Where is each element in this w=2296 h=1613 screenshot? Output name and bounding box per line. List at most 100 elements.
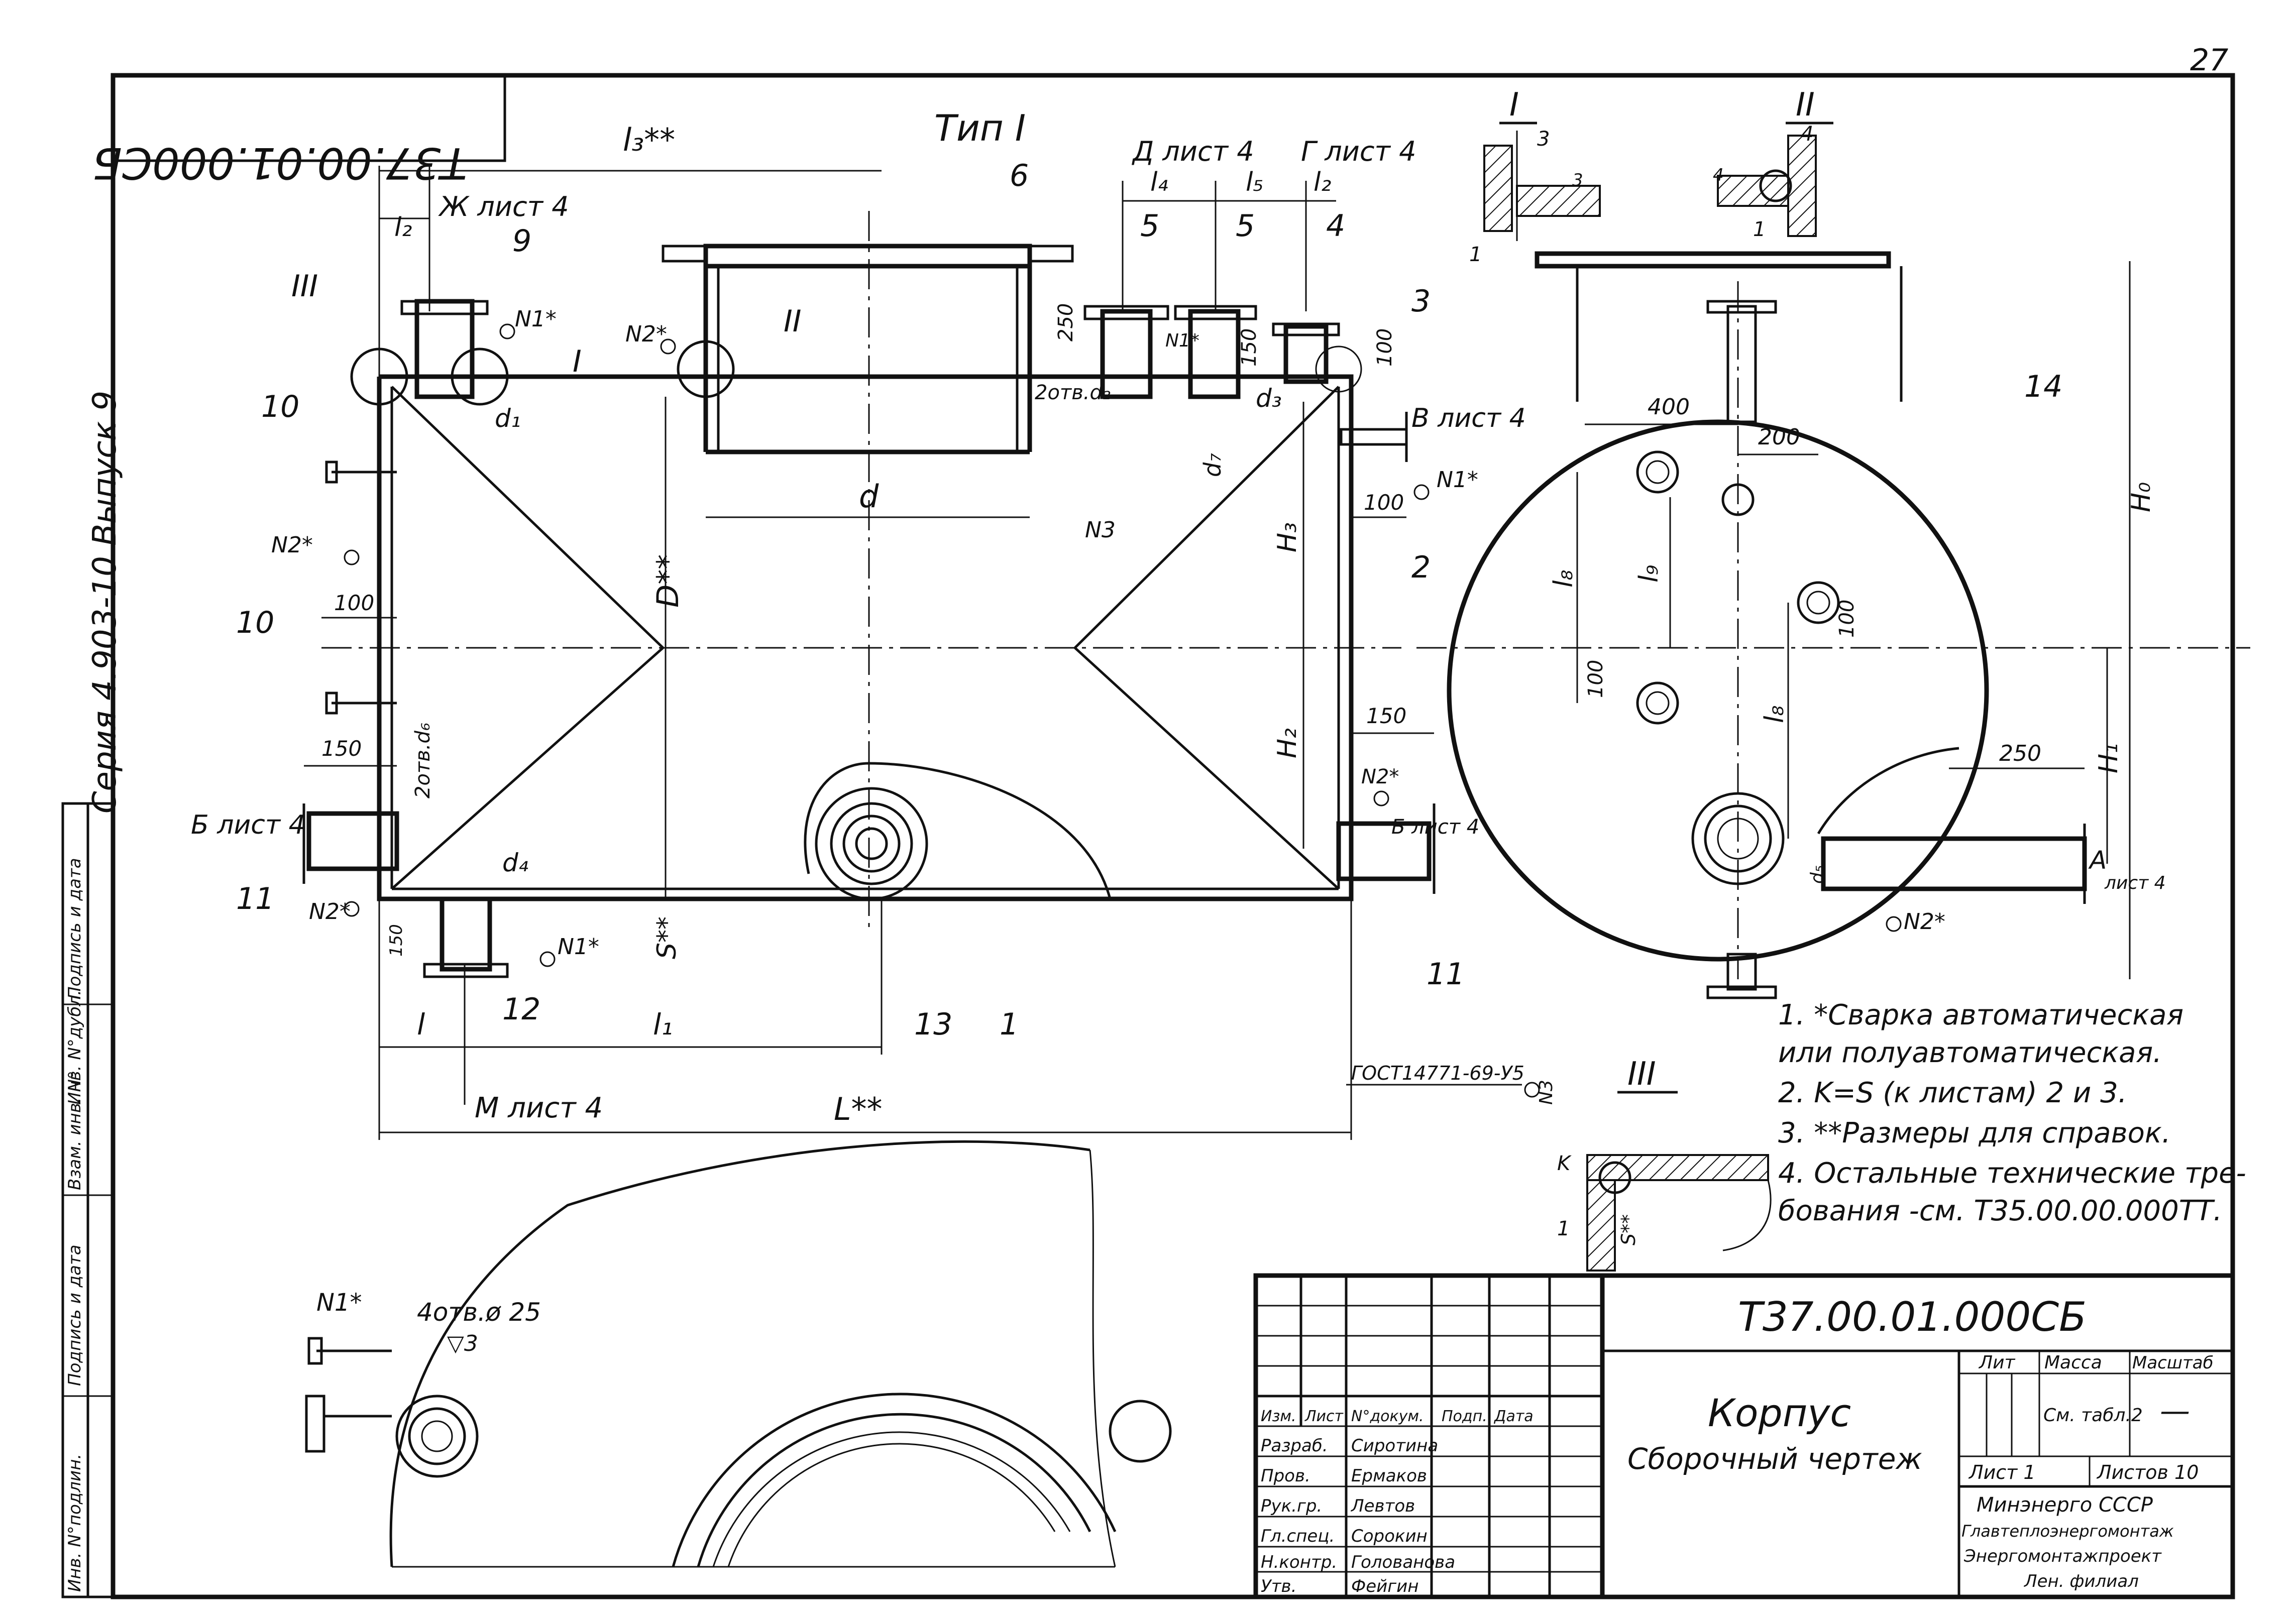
detail-three-s: S** (1617, 1214, 1639, 1245)
side-dim-d5: d₅ (1807, 865, 1828, 884)
side-dim-l8-top: l₈ (1549, 570, 1579, 588)
strip-sign-date-1: Подпись и дата (65, 1244, 85, 1386)
note-line-6: бования -см. Т35.00.00.000ТТ. (1778, 1195, 2222, 1227)
tb-scale-value: — (2160, 1394, 2190, 1429)
tb-head-date: Дата (1493, 1408, 1534, 1425)
callout-10b: 10 (236, 605, 274, 640)
dim-150-top: 150 (1238, 328, 1261, 367)
side-view (1416, 251, 2250, 999)
weld-n2-d: N2* (309, 899, 351, 925)
tb-name-3: Левтов (1350, 1496, 1415, 1516)
side-view-a: А (2088, 846, 2107, 875)
title-code: Т37.00.01.000СБ (1738, 1294, 2087, 1340)
callout-5a: 5 (1140, 208, 1159, 244)
tb-org-3: Энергомонтажпроект (1963, 1546, 2162, 1566)
callout-1: 1 (1000, 1007, 1019, 1042)
detail-one (1483, 131, 1601, 241)
tb-head-sign: Подп. (1442, 1408, 1487, 1425)
tb-scale: Масштаб (2132, 1353, 2214, 1373)
section-mark-one: I (573, 344, 582, 379)
weld-n1-b: N1* (1165, 330, 1199, 351)
view-zh: Ж лист 4 (438, 191, 569, 222)
tb-role-6: Утв. (1261, 1576, 1296, 1596)
dim-d3: d₃ (1256, 384, 1282, 413)
side-dim-H1: H₁ (2094, 743, 2124, 773)
detail-one-dim-3: 3 (1537, 128, 1550, 151)
detail-one-dim-3b: 3 (1572, 170, 1583, 190)
weld-n3: N3 (1085, 517, 1116, 543)
title-block (1253, 1273, 2235, 1599)
callout-3: 3 (1411, 284, 1431, 319)
bottom-holes: 4отв.ø 25 (417, 1298, 541, 1327)
detail-two-dim-4b: 4 (1713, 165, 1724, 185)
callout-11b: 11 (1427, 957, 1465, 992)
dim-100-left: 100 (334, 591, 374, 615)
strip-replace-inv: Взам. инв. N° (65, 1071, 85, 1190)
note-line-1: 1. *Сварка автоматическая (1778, 999, 2183, 1031)
tb-role-4: Гл.спец. (1261, 1526, 1335, 1546)
dim-l1: l₁ (653, 1007, 673, 1042)
note-line-4: 3. **Размеры для справок. (1778, 1117, 2171, 1149)
strip-inv-dup: Инв. N°дубл. (65, 990, 85, 1105)
tb-mass-value: См. табл.2 (2043, 1405, 2143, 1426)
note-line-2: или полуавтоматическая. (1778, 1036, 2162, 1069)
tb-role-5: Н.контр. (1261, 1552, 1337, 1572)
view-v: В лист 4 (1411, 403, 1526, 433)
stamp-code: Т37.00.01.000СБ (92, 138, 467, 188)
tb-org-1: Минэнерго СССР (1977, 1493, 2153, 1517)
dim-H2: H₂ (1272, 728, 1302, 758)
dim-d7: d₇ (1199, 453, 1226, 477)
tb-head-doc: N°докум. (1351, 1408, 1424, 1425)
series-label: Серия 4.903-10 Выпуск 9 (86, 391, 124, 814)
weld-n1-d: N1* (558, 934, 599, 960)
tb-sheets: Листов 10 (2096, 1461, 2199, 1483)
callout-4: 4 (1326, 208, 1345, 244)
callout-10a: 10 (261, 389, 299, 424)
callout-6: 6 (1010, 158, 1029, 193)
section-mark-three: III (291, 269, 318, 304)
tb-org-2: Главтеплоэнергомонтаж (1961, 1522, 2174, 1541)
dim-H3: H₃ (1272, 522, 1302, 552)
dim-100-top: 100 (1373, 328, 1396, 367)
tb-role-2: Пров. (1261, 1466, 1310, 1486)
detail-two (1717, 135, 1817, 237)
tb-head-list: Лист (1304, 1408, 1344, 1425)
tb-sheet: Лист 1 (1968, 1461, 2036, 1483)
tb-mass: Масса (2044, 1352, 2102, 1373)
dim-D: D** (650, 554, 686, 608)
dim-d: d (859, 478, 879, 515)
callout-5b: 5 (1236, 208, 1255, 244)
dim-l2-left: l₂ (394, 212, 412, 243)
left-approval-strip: Инв. N°подлин. Подпись и дата Взам. инв.… (61, 802, 115, 1598)
bottom-weld-n1: N1* (316, 1289, 362, 1317)
weld-n2-a: N2* (625, 321, 667, 347)
front-view (302, 211, 1436, 978)
dim-d6: 2отв.d₆ (411, 723, 434, 798)
front-dimensions (304, 166, 1434, 1140)
detail-three (1586, 1154, 1772, 1272)
strip-inv-orig: Инв. N°подлин. (65, 1454, 85, 1592)
callout-9: 9 (512, 223, 531, 259)
side-dim-H0: H₀ (2126, 482, 2156, 512)
side-dim-l9: l₉ (1634, 565, 1664, 583)
title-name: Корпус (1708, 1391, 1851, 1435)
dim-l2-right: l₂ (1314, 167, 1331, 197)
dim-150-left: 150 (321, 736, 362, 761)
view-g: Г лист 4 (1301, 136, 1416, 167)
dim-S: S** (652, 916, 682, 959)
strip-sign-date-2: Подпись и дата (65, 858, 85, 999)
bottom-partial-view (305, 1140, 1172, 1568)
tb-role-3: Рук.гр. (1261, 1496, 1322, 1516)
callout-11a: 11 (236, 881, 274, 916)
dim-L: L** (834, 1091, 883, 1127)
view-d: Д лист 4 (1132, 136, 1254, 167)
dim-250: 250 (1054, 303, 1077, 341)
bottom-weld-3: ▽3 (447, 1331, 478, 1356)
tb-name-5: Голованова (1351, 1552, 1455, 1572)
callout-2: 2 (1411, 550, 1431, 585)
side-dim-200: 200 (1758, 424, 1800, 450)
dim-d1: d₁ (495, 404, 521, 433)
dim-d2: 2отв.d₂ (1035, 381, 1111, 404)
note-line-3: 2. K=S (к листам) 2 и 3. (1778, 1077, 2127, 1109)
